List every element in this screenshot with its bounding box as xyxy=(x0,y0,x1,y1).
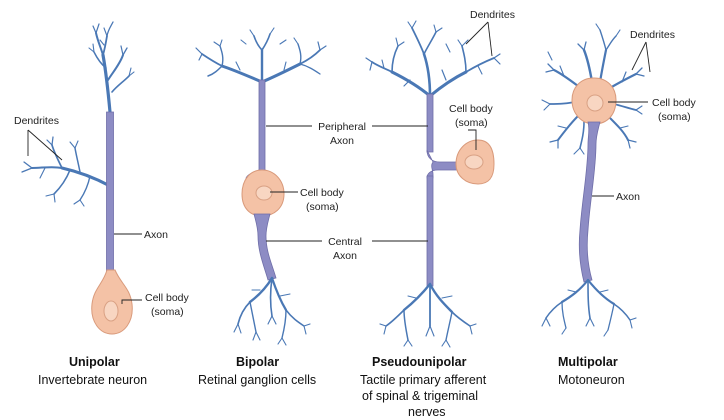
captions: Unipolar Invertebrate neuron Bipolar Ret… xyxy=(38,355,625,419)
peripheral-axon-label-2: Axon xyxy=(330,135,354,147)
unipolar-dendrites-leader-2 xyxy=(27,129,63,161)
unipolar-soma-label: (soma) xyxy=(151,306,184,318)
multipolar-description: Motoneuron xyxy=(558,373,625,387)
pseudounipolar-stem xyxy=(426,149,463,179)
unipolar-apical-dendrites xyxy=(88,21,135,114)
bipolar-soma-label: (soma) xyxy=(306,201,339,213)
pseudounipolar-title: Pseudounipolar xyxy=(372,355,467,369)
leader-lines xyxy=(27,21,651,304)
bipolar-title: Bipolar xyxy=(236,355,279,369)
pseudounipolar-nucleus xyxy=(464,154,484,170)
pseudounipolar-description-line2: of spinal & trigeminal xyxy=(362,389,478,403)
unipolar-cell-body-leader xyxy=(121,299,142,304)
bipolar-central-axon xyxy=(253,213,277,281)
pseudounipolar-description-line1: Tactile primary afferent xyxy=(360,373,487,387)
pseudounipolar-peripheral-axon xyxy=(426,93,434,153)
bipolar-terminal-branches xyxy=(233,276,311,346)
multipolar-dendrites-label: Dendrites xyxy=(630,29,675,41)
bipolar-dendrites xyxy=(195,27,327,84)
pseudounipolar-dendrites-leader xyxy=(465,21,489,45)
unipolar-axon-label: Axon xyxy=(144,229,168,241)
peripheral-axon-label: Peripheral xyxy=(318,121,366,133)
labels: Dendrites Axon Cell body (soma) Cell bod… xyxy=(14,9,697,318)
bipolar-nucleus xyxy=(255,185,273,201)
pseudounipolar-dendrites xyxy=(365,20,501,98)
pseudounipolar-central-axon xyxy=(426,175,434,287)
unipolar-nucleus xyxy=(103,300,119,322)
central-axon-label-2: Axon xyxy=(333,250,357,262)
unipolar-lateral-dendrites xyxy=(21,136,112,207)
unipolar-axon xyxy=(106,111,114,279)
multipolar-dendrites xyxy=(541,23,645,155)
unipolar-cell-body-label: Cell body xyxy=(145,292,190,304)
multipolar-nucleus xyxy=(586,94,604,112)
pseudounipolar-dendrites-leader-2 xyxy=(487,21,493,57)
multipolar-axon xyxy=(578,121,601,283)
multipolar-axon-label: Axon xyxy=(616,191,640,203)
multipolar-title: Multipolar xyxy=(558,355,618,369)
unipolar-dendrites-label: Dendrites xyxy=(14,115,59,127)
multipolar-cell-body-label: Cell body xyxy=(652,97,697,109)
bipolar-description: Retinal ganglion cells xyxy=(198,373,316,387)
multipolar-dendrites-leader-2 xyxy=(645,41,651,73)
bipolar-neuron xyxy=(195,27,327,346)
unipolar-description: Invertebrate neuron xyxy=(38,373,147,387)
multipolar-dendrites-leader xyxy=(631,41,647,71)
pseudounipolar-dendrites-label: Dendrites xyxy=(470,9,515,21)
unipolar-neuron xyxy=(21,21,135,335)
multipolar-terminal-branches xyxy=(541,278,637,337)
pseudounipolar-soma-label: (soma) xyxy=(455,117,488,129)
multipolar-soma-label: (soma) xyxy=(658,111,691,123)
bipolar-peripheral-axon xyxy=(245,79,279,179)
pseudounipolar-terminal-branches xyxy=(379,282,477,348)
pseudounipolar-description-line3: nerves xyxy=(408,405,446,419)
pseudounipolar-cell-body-leader xyxy=(468,129,477,150)
bipolar-cell-body-label: Cell body xyxy=(300,187,345,199)
central-axon-label: Central xyxy=(328,236,362,248)
pseudounipolar-cell-body-label: Cell body xyxy=(449,103,494,115)
pseudounipolar-neuron xyxy=(365,20,501,348)
unipolar-title: Unipolar xyxy=(69,355,120,369)
multipolar-neuron xyxy=(541,23,645,337)
